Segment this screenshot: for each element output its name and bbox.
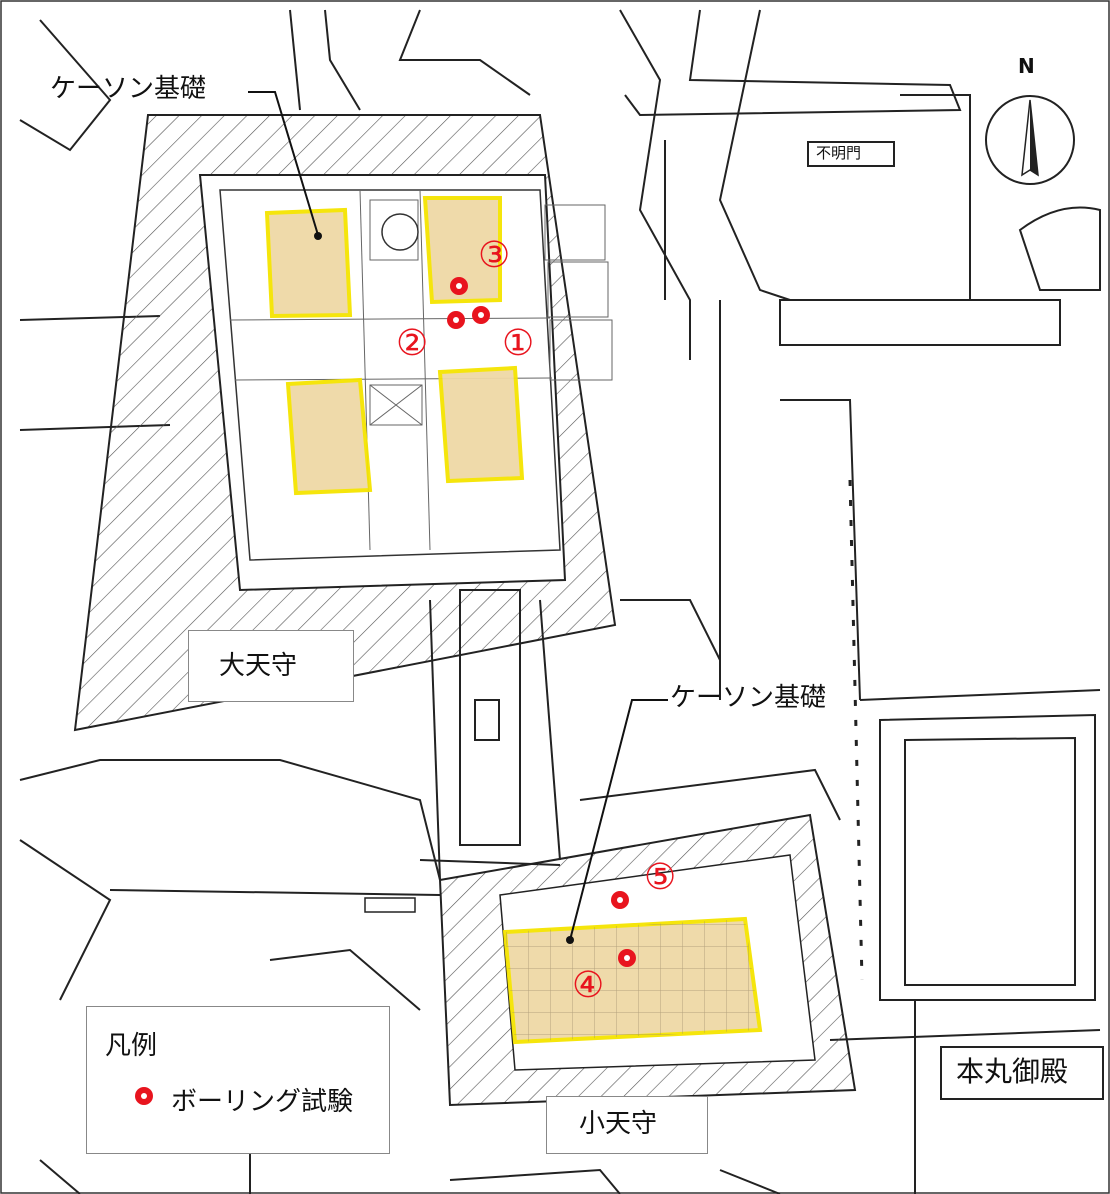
boring-label-3: ③ — [478, 235, 511, 276]
boring-dot-1 — [472, 306, 490, 324]
boring-dot-2 — [447, 311, 465, 329]
main-keep-label-box: 大天守 — [188, 630, 354, 702]
small-keep-label-box: 小天守 — [546, 1096, 708, 1154]
boring-label-5: ⑤ — [644, 857, 677, 898]
boring-dot-4 — [618, 949, 636, 967]
connecting-passage — [419, 589, 841, 881]
north-label: N — [1018, 54, 1035, 78]
boring-label-2: ② — [396, 323, 429, 364]
boring-dot-3 — [450, 277, 468, 295]
gate-building — [807, 141, 895, 167]
legend-boring-test: ボーリング試験 — [171, 1087, 354, 1117]
boring-label-4: ④ — [572, 965, 605, 1006]
caisson-callout-top: ケーソン基礎 — [50, 74, 207, 104]
caisson-foundations — [264, 196, 763, 1045]
background-linework — [19, 9, 1101, 1194]
legend-title: 凡例 — [105, 1031, 158, 1061]
honmaru-palace-label: 本丸御殿 — [956, 1055, 1069, 1088]
gate-label: 不明門 — [816, 144, 862, 162]
callout-leaders — [248, 91, 668, 941]
boring-dot-5 — [611, 891, 629, 909]
small-keep-label: 小天守 — [579, 1109, 658, 1139]
boring-label-1: ① — [502, 323, 535, 364]
north-arrow — [985, 95, 1075, 185]
caisson-callout-bottom: ケーソン基礎 — [670, 683, 827, 713]
honmaru-label-box: 本丸御殿 — [940, 1046, 1104, 1100]
legend: 凡例 ボーリング試験 — [86, 1006, 390, 1154]
boring-point-icon — [135, 1087, 153, 1105]
main-keep-label: 大天守 — [219, 651, 298, 681]
boring-dots — [447, 277, 636, 967]
